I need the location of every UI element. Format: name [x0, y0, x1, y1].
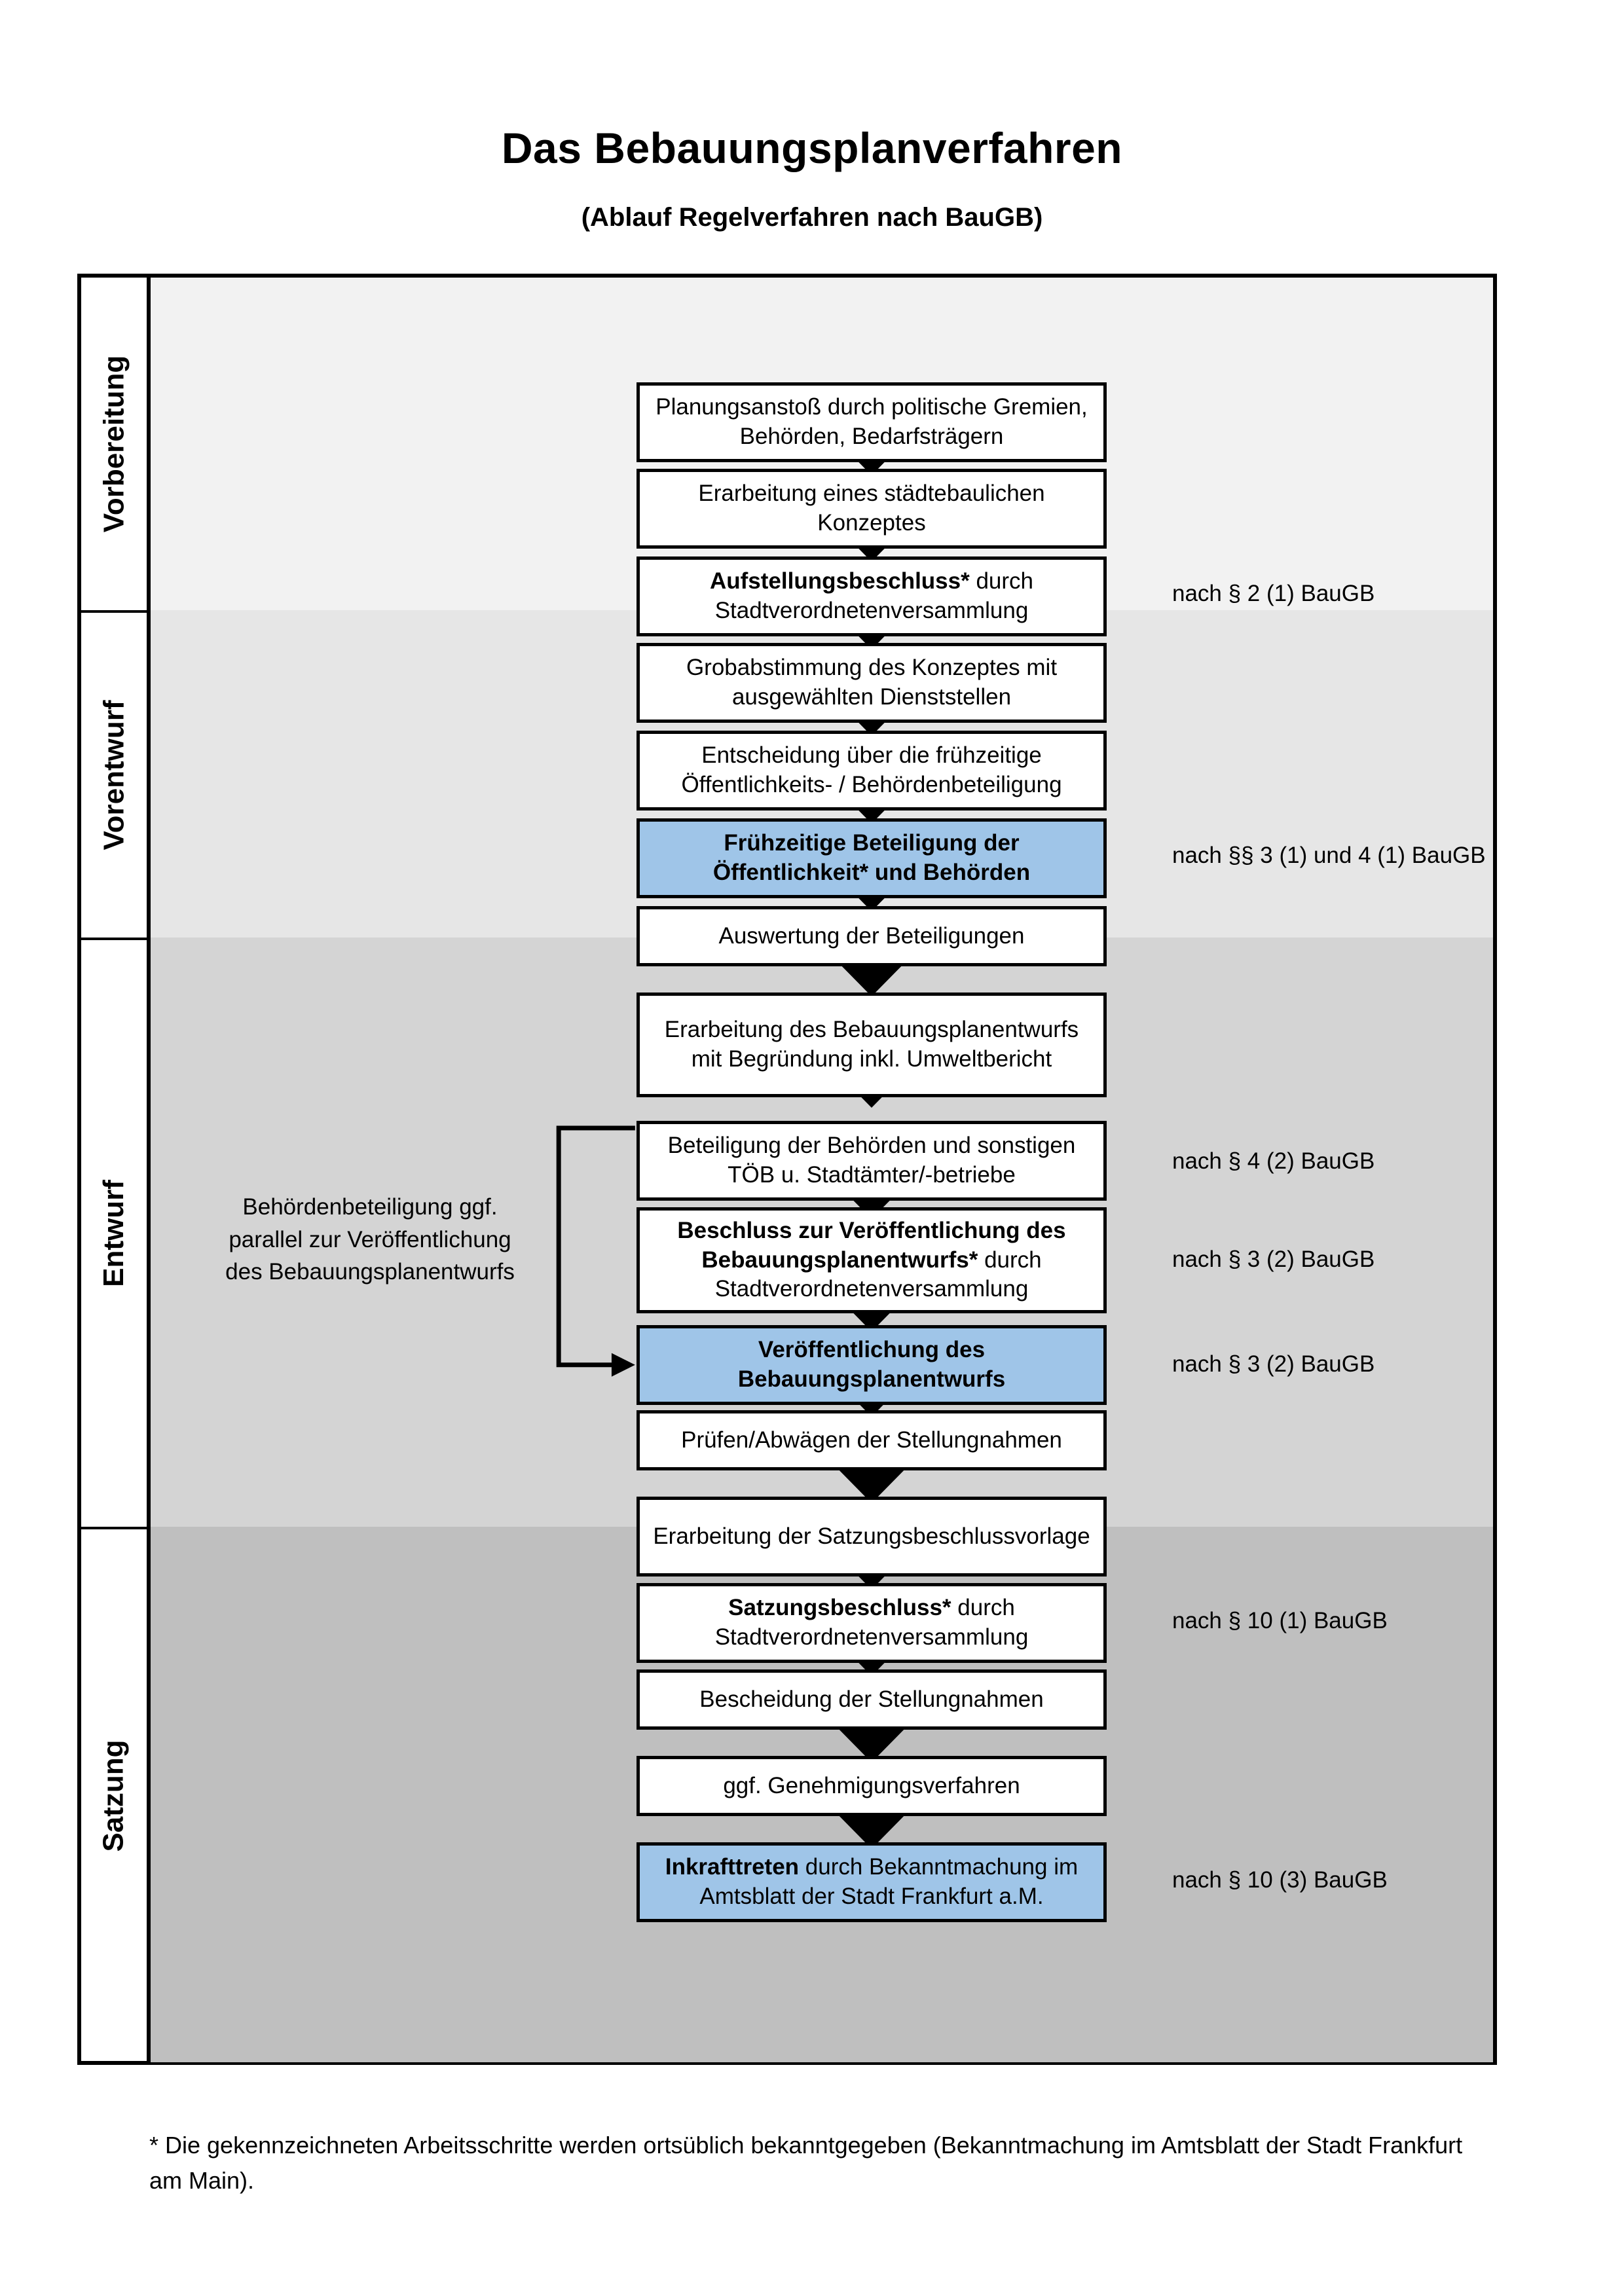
step-bold-text: Satzungsbeschluss*	[728, 1595, 951, 1621]
page-title: Das Bebauungsplanverfahren	[501, 124, 1123, 172]
step-text: Erarbeitung der Satzungsbeschlussvorlage	[653, 1523, 1090, 1549]
flow-step-box[interactable]: ggf. Genehmigungsverfahren	[637, 1756, 1107, 1816]
flow-step-box[interactable]: Beteiligung der Behörden und sonstigen T…	[637, 1121, 1107, 1201]
step-text: Bescheidung der Stellungnahmen	[699, 1686, 1044, 1712]
legal-reference: nach §§ 3 (1) und 4 (1) BauGB	[1172, 843, 1486, 868]
flowchart-frame: Vorbereitung Vorentwurf Entwurf Satzung	[77, 274, 1497, 2065]
step-text: Prüfen/Abwägen der Stellungnahmen	[681, 1427, 1062, 1453]
step-bold-text: Veröffentlichung des Bebauungsplanentwur…	[737, 1337, 1006, 1392]
step-text: durch Stadtverordnetenversammlung	[714, 568, 1034, 623]
step-text: ggf. Genehmigungsverfahren	[723, 1772, 1020, 1798]
step-bold-text: Beschluss zur Veröffentlichung des Bebau…	[677, 1217, 1066, 1273]
step-text: Grobabstimmung des Konzeptes mit ausgewä…	[686, 655, 1058, 710]
flow-step-box[interactable]: Erarbeitung des Bebauungsplanentwurfs mi…	[637, 993, 1107, 1097]
flow-step-box[interactable]: Auswertung der Beteiligungen	[637, 906, 1107, 966]
parallel-process-note: Behördenbeteiligung ggf. parallel zur Ve…	[225, 1194, 515, 1285]
flow-step-box[interactable]: Erarbeitung der Satzungsbeschlussvorlage	[637, 1497, 1107, 1576]
legal-reference: nach § 10 (1) BauGB	[1172, 1608, 1388, 1633]
phase-label-satzung: Satzung	[81, 1527, 147, 2062]
legal-reference: nach § 3 (2) BauGB	[1172, 1247, 1375, 1272]
phase-bands: Planungsanstoß durch politische Gremien,…	[151, 278, 1493, 2062]
flow-step-box-highlight[interactable]: Veröffentlichung des Bebauungsplanentwur…	[637, 1325, 1107, 1405]
step-text: Beteiligung der Behörden und sonstigen T…	[667, 1133, 1076, 1188]
flow-step-box[interactable]: Grobabstimmung des Konzeptes mit ausgewä…	[637, 643, 1107, 723]
flow-step-box[interactable]: Prüfen/Abwägen der Stellungnahmen	[637, 1410, 1107, 1470]
phase-label-text: Vorbereitung	[98, 355, 130, 533]
phase-rail: Vorbereitung Vorentwurf Entwurf Satzung	[81, 278, 151, 2061]
legal-reference: nach § 10 (3) BauGB	[1172, 1867, 1388, 1893]
legal-reference: nach § 4 (2) BauGB	[1172, 1148, 1375, 1174]
phase-label-text: Vorentwurf	[98, 700, 130, 850]
step-bold-text: Aufstellungsbeschluss*	[709, 568, 970, 594]
legal-reference: nach § 3 (2) BauGB	[1172, 1351, 1375, 1377]
legal-reference: nach § 2 (1) BauGB	[1172, 581, 1375, 606]
phase-label-entwurf: Entwurf	[81, 938, 147, 1527]
phase-label-text: Satzung	[98, 1740, 130, 1852]
flow-step-box[interactable]: Bescheidung der Stellungnahmen	[637, 1669, 1107, 1730]
page-subtitle: (Ablauf Regelverfahren nach BauGB)	[581, 203, 1043, 232]
step-text: durch Bekanntmachung im Amtsblatt der St…	[699, 1854, 1079, 1909]
phase-label-text: Entwurf	[98, 1180, 130, 1287]
flow-step-box[interactable]: Erarbeitung eines städtebaulichen Konzep…	[637, 469, 1107, 549]
flow-step-box[interactable]: Planungsanstoß durch politische Gremien,…	[637, 382, 1107, 462]
flow-step-box[interactable]: Beschluss zur Veröffentlichung des Bebau…	[637, 1207, 1107, 1313]
flow-step-box[interactable]: Satzungsbeschluss* durch Stadtverordnete…	[637, 1583, 1107, 1663]
step-text: Entscheidung über die frühzeitige Öffent…	[681, 742, 1062, 797]
step-bold-text: Frühzeitige Beteiligung der Öffentlichke…	[712, 830, 1031, 885]
step-bold-text: Inkrafttreten	[665, 1854, 800, 1880]
phase-label-vorentwurf: Vorentwurf	[81, 610, 147, 938]
step-text: Erarbeitung des Bebauungsplanentwurfs mi…	[664, 1017, 1079, 1072]
parallel-path-connector	[556, 1125, 635, 1377]
step-text: durch Stadtverordnetenversammlung	[714, 1247, 1042, 1302]
page-header: Das Bebauungsplanverfahren (Ablauf Regel…	[0, 0, 1624, 232]
step-text: Planungsanstoß durch politische Gremien,…	[655, 394, 1088, 449]
step-text: Erarbeitung eines städtebaulichen Konzep…	[698, 481, 1045, 536]
flow-step-box[interactable]: Aufstellungsbeschluss* durch Stadtverord…	[637, 556, 1107, 636]
flow-step-box[interactable]: Entscheidung über die frühzeitige Öffent…	[637, 731, 1107, 811]
flow-step-box-highlight[interactable]: Inkrafttreten durch Bekanntmachung im Am…	[637, 1842, 1107, 1922]
footnote-text: * Die gekennzeichneten Arbeitsschritte w…	[149, 2132, 1463, 2194]
step-text: durch Stadtverordnetenversammlung	[714, 1595, 1029, 1650]
phase-label-vorbereitung: Vorbereitung	[81, 278, 147, 610]
step-text: Auswertung der Beteiligungen	[718, 922, 1025, 949]
flow-step-box-highlight[interactable]: Frühzeitige Beteiligung der Öffentlichke…	[637, 818, 1107, 898]
